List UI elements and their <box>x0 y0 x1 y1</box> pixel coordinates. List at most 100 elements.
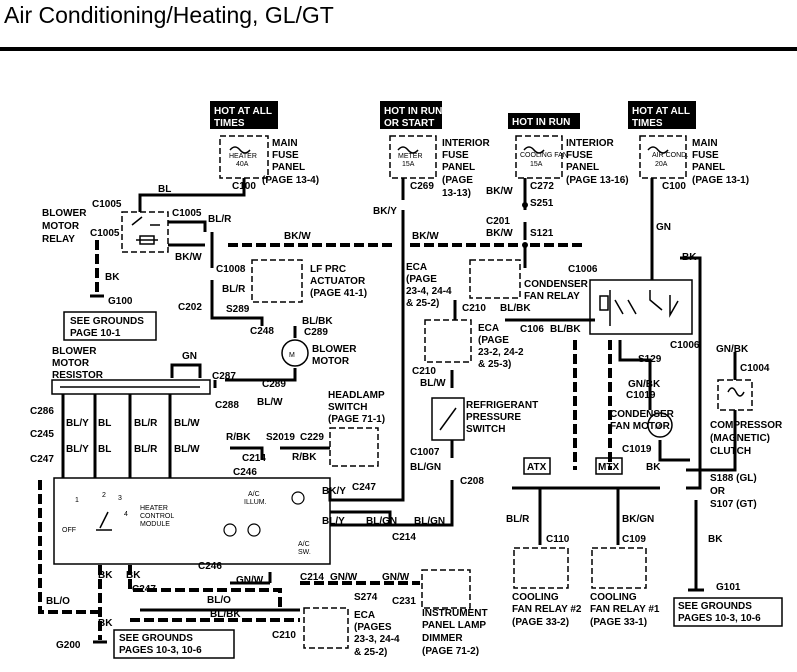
cooling-fan-relay-2: COOLING FAN RELAY #2 (PAGE 33-2) <box>512 547 582 628</box>
svg-text:(PAGE 13-16): (PAGE 13-16) <box>566 175 629 186</box>
svg-text:HOT IN RUN: HOT IN RUN <box>384 106 442 117</box>
svg-text:SEE GROUNDS: SEE GROUNDS <box>119 633 193 644</box>
svg-text:C231: C231 <box>392 596 416 607</box>
label-bk-y: BK/Y <box>322 486 346 497</box>
svg-text:BL: BL <box>158 184 171 195</box>
svg-text:PANEL: PANEL <box>272 162 305 173</box>
svg-text:MAIN: MAIN <box>692 138 718 149</box>
svg-text:(MAGNETIC): (MAGNETIC) <box>710 433 770 444</box>
svg-text:BK: BK <box>646 462 661 473</box>
svg-text:FAN RELAY: FAN RELAY <box>524 291 580 302</box>
svg-text:M: M <box>289 352 295 359</box>
condenser-fan-relay-dashed: CONDENSER FAN RELAY C1006 <box>469 259 598 302</box>
svg-text:BL/GN: BL/GN <box>410 462 441 473</box>
svg-text:40A: 40A <box>236 161 249 168</box>
svg-text:BL: BL <box>98 444 111 455</box>
svg-text:FUSE: FUSE <box>566 150 593 161</box>
svg-text:C214: C214 <box>300 572 324 583</box>
label-c246: C246 <box>233 467 257 478</box>
svg-text:BL/BK: BL/BK <box>550 324 581 335</box>
svg-text:(PAGE 41-1): (PAGE 41-1) <box>310 288 367 299</box>
svg-text:(PAGE 33-1): (PAGE 33-1) <box>590 617 647 628</box>
svg-text:FAN RELAY #1: FAN RELAY #1 <box>590 604 660 615</box>
fuse-air-cond: AIR COND. 20A MAIN FUSE PANEL (PAGE 13-1… <box>639 135 749 192</box>
svg-text:G200: G200 <box>56 640 81 651</box>
svg-text:C247: C247 <box>30 454 54 465</box>
svg-text:S289: S289 <box>226 304 250 315</box>
svg-text:RELAY: RELAY <box>42 234 75 245</box>
svg-text:CONDENSER: CONDENSER <box>524 279 589 290</box>
svg-text:GN/BK: GN/BK <box>628 379 661 390</box>
svg-text:13-13): 13-13) <box>442 188 471 199</box>
svg-text:C1019: C1019 <box>622 444 652 455</box>
svg-text:COOLING: COOLING <box>590 592 637 603</box>
svg-text:C208: C208 <box>460 476 484 487</box>
compressor-clutch: GN/BK C1004 COMPRESSOR (MAGNETIC) CLUTCH <box>710 344 783 457</box>
svg-text:15A: 15A <box>530 161 543 168</box>
label-c214-b: C214 <box>392 532 416 543</box>
svg-text:S121: S121 <box>530 228 554 239</box>
instrument-panel-lamp-dimmer: C214 GN/W GN/W S274 C231 INSTRUMENT PANE… <box>300 569 488 657</box>
svg-text:ILLUM.: ILLUM. <box>244 499 267 506</box>
svg-text:G101: G101 <box>716 582 741 593</box>
svg-text:PAGES 10-3, 10-6: PAGES 10-3, 10-6 <box>119 645 202 656</box>
svg-text:M: M <box>655 424 661 431</box>
svg-text:(PAGE 13-1): (PAGE 13-1) <box>692 175 749 186</box>
svg-text:(PAGES: (PAGES <box>354 622 392 633</box>
svg-text:GN/BK: GN/BK <box>716 344 749 355</box>
refrigerant-pressure-switch: REFRIGERANT PRESSURE SWITCH C1007 BL/GN … <box>410 397 538 487</box>
svg-text:PRESSURE: PRESSURE <box>466 412 521 423</box>
svg-text:& 25-2): & 25-2) <box>406 298 439 309</box>
label-c214-a: C214 <box>242 453 266 464</box>
svg-text:C202: C202 <box>178 302 202 313</box>
svg-text:BK/W: BK/W <box>175 252 202 263</box>
svg-text:BK/Y: BK/Y <box>373 206 397 217</box>
label-c247-b: C247 <box>352 482 376 493</box>
svg-text:HOT AT ALL: HOT AT ALL <box>214 106 272 117</box>
svg-text:REFRIGERANT: REFRIGERANT <box>466 400 538 411</box>
svg-text:C1008: C1008 <box>216 264 246 275</box>
svg-text:C109: C109 <box>622 534 646 545</box>
svg-text:SWITCH: SWITCH <box>466 424 505 435</box>
svg-text:C106: C106 <box>520 324 544 335</box>
transmission-select: ATX MTX BL/R BK/GN C110 C109 <box>506 457 660 545</box>
svg-text:C1006: C1006 <box>670 340 700 351</box>
svg-text:PAGES 10-3, 10-6: PAGES 10-3, 10-6 <box>678 613 761 624</box>
svg-text:C1006: C1006 <box>568 264 598 275</box>
svg-text:C287: C287 <box>212 371 236 382</box>
label-r-bk: R/BK <box>226 432 251 443</box>
eca-bottom: ECA (PAGES 23-3, 24-4 & 25-2) C210 BL/BK… <box>207 595 400 658</box>
svg-text:BL/O: BL/O <box>207 595 231 606</box>
svg-text:23-3, 24-4: 23-3, 24-4 <box>354 634 400 645</box>
fuse-heater: HEATER 40A MAIN FUSE PANEL (PAGE 13-4) C… <box>219 135 319 192</box>
svg-text:BK: BK <box>126 570 141 581</box>
svg-text:C1005: C1005 <box>90 228 120 239</box>
svg-text:A/C: A/C <box>248 491 260 498</box>
svg-text:FUSE: FUSE <box>442 150 469 161</box>
svg-text:PAGE 10-1: PAGE 10-1 <box>70 328 121 339</box>
hot-header-3: HOT IN RUN <box>508 113 580 129</box>
svg-text:BL/R: BL/R <box>134 418 158 429</box>
svg-text:C245: C245 <box>30 429 54 440</box>
svg-text:BK: BK <box>98 570 113 581</box>
svg-text:C201: C201 <box>486 216 510 227</box>
svg-text:FAN MOTOR: FAN MOTOR <box>610 421 671 432</box>
svg-text:S274: S274 <box>354 592 378 603</box>
svg-text:ECA: ECA <box>478 323 499 334</box>
blower-motor-resistor: BLOWER MOTOR RESISTOR GN C287 C288 C286 … <box>30 346 239 465</box>
svg-text:ATX: ATX <box>527 462 547 473</box>
svg-text:(PAGE 71-2): (PAGE 71-2) <box>422 646 479 657</box>
ground-g100: G100 SEE GROUNDS PAGE 10-1 <box>63 296 157 341</box>
svg-text:4: 4 <box>124 511 128 518</box>
svg-text:INTERIOR: INTERIOR <box>442 138 491 149</box>
svg-text:GN: GN <box>182 351 197 362</box>
svg-text:BL/BK: BL/BK <box>302 316 333 327</box>
blower-motor-relay: BLOWER MOTOR RELAY C1005 C1005 C1005 BL … <box>42 184 311 283</box>
svg-text:FUSE: FUSE <box>272 150 299 161</box>
svg-text:HEADLAMP: HEADLAMP <box>328 390 385 401</box>
svg-text:C1019: C1019 <box>626 390 656 401</box>
svg-text:HOT IN RUN: HOT IN RUN <box>512 117 570 128</box>
svg-text:MOTOR: MOTOR <box>312 356 350 367</box>
svg-text:MOTOR: MOTOR <box>42 221 80 232</box>
